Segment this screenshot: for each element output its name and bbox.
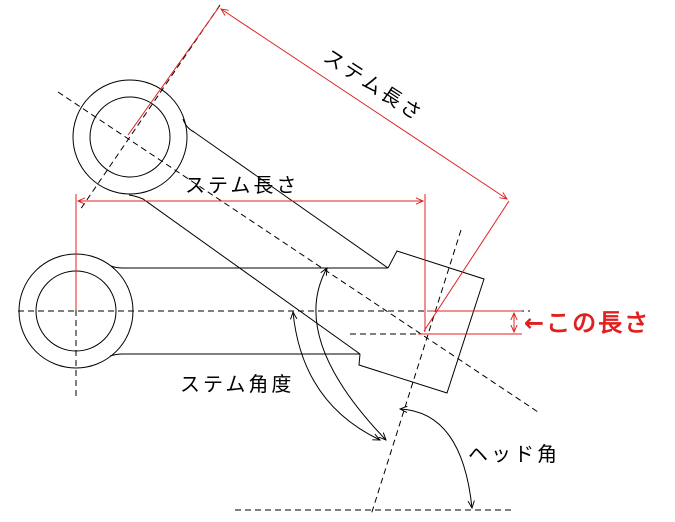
stem-length-lower-label: ステム長さ [185,173,299,197]
stem-length-upper-extension-right [423,200,510,332]
angled-stem-bar-clamp-outer [72,79,188,195]
stem-length-upper-extension-left [127,6,220,136]
angled-stem-bar-clamp-inner [89,96,171,178]
angled-stem [72,79,389,355]
steerer-clamp-block [358,250,485,394]
angled-stem-body-top [182,118,389,269]
head-angle-arc [400,409,472,508]
dimension-lines [75,6,522,335]
stem-angle-arc-inner [293,312,380,440]
upper-stem-axis-line [57,91,539,413]
head-angle-label: ヘッド角 [468,442,560,466]
this-length-label: ←この長さ [524,309,650,337]
horizontal-stem-body-top [110,265,388,269]
center-lines [18,4,539,516]
angle-arcs [293,268,472,508]
horizontal-stem-body-bottom [109,353,360,357]
stem-length-upper-dimension [221,9,507,199]
steerer-axis-line [370,229,462,516]
stem-angle-label: ステム角度 [180,372,294,396]
angled-stem-body-bottom [128,194,361,355]
